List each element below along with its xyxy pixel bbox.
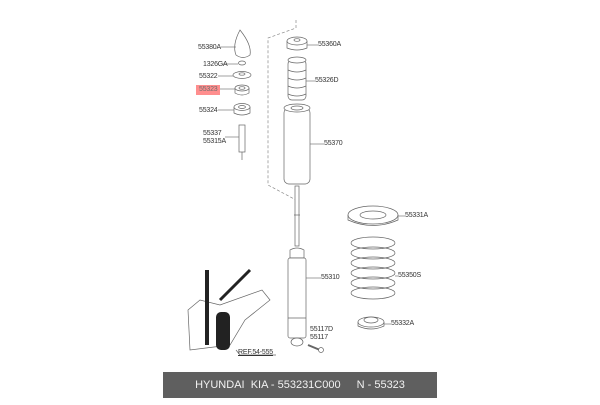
label-55331a: 55331A <box>405 212 428 219</box>
label-55370: 55370 <box>324 140 343 147</box>
label-55322: 55322 <box>199 73 218 80</box>
coil-spring-icon <box>350 236 396 300</box>
label-55360a: 55360A <box>318 41 341 48</box>
label-55323-highlighted[interactable]: 55323 <box>196 85 221 95</box>
label-1326ga: 1326GA <box>203 61 228 68</box>
label-55310: 55310 <box>321 274 340 281</box>
vehicle-inset-drawing <box>187 268 276 356</box>
diagram-ref-number: N - 55323 <box>356 379 405 391</box>
brand-part-number: HYUNDAI KIA - 553231C000 <box>195 379 341 391</box>
label-55324: 55324 <box>199 107 218 114</box>
bump-cap-icon <box>234 29 251 58</box>
label-ref-54-555: REF.54-555 <box>238 349 273 356</box>
part-info-bar: HYUNDAI KIA - 553231C000 N - 55323 <box>163 372 437 398</box>
label-55350s: 55350S <box>398 272 421 279</box>
bump-stopper-icon <box>287 56 307 101</box>
label-55337: 55337 <box>203 130 222 137</box>
label-55326d: 55326D <box>315 77 339 84</box>
label-55315a: 55315A <box>203 138 226 145</box>
label-55380a: 55380A <box>198 44 221 51</box>
label-55117: 55117 <box>310 334 328 341</box>
label-55332a: 55332A <box>391 320 414 327</box>
label-55117d: 55117D <box>310 326 333 333</box>
